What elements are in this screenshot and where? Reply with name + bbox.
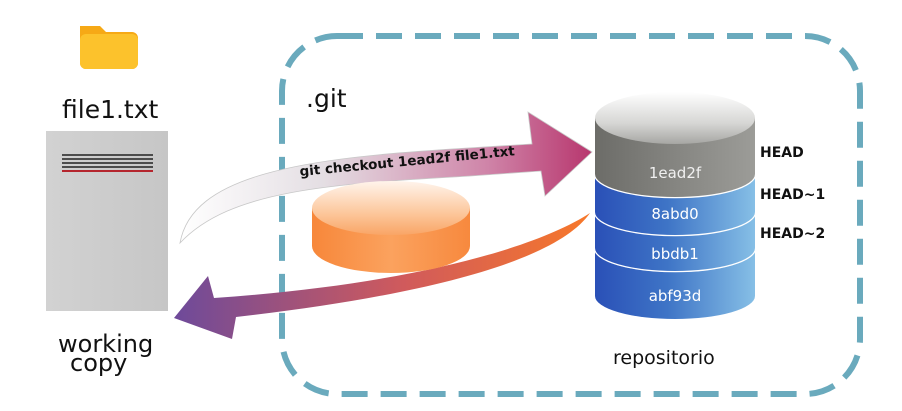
checkout-arrow xyxy=(179,111,593,245)
repository-stack xyxy=(593,92,757,319)
document-icon xyxy=(46,131,168,311)
git-directory-label: .git xyxy=(306,84,347,113)
ref-label-head-1: HEAD~1 xyxy=(760,187,825,203)
ref-label-head-2: HEAD~2 xyxy=(760,226,825,242)
git-directory-border xyxy=(279,33,863,397)
commit-hash-head-2: bbdb1 xyxy=(651,245,699,263)
return-arrow xyxy=(174,213,590,339)
ref-label-head: HEAD xyxy=(760,145,804,161)
repository-label: repositorio xyxy=(613,347,715,369)
commit-hash-head: 1ead2f xyxy=(649,164,702,182)
working-copy-label-line1: working xyxy=(58,330,153,358)
commit-hash-oldest: abf93d xyxy=(649,287,702,305)
file-name-label: file1.txt xyxy=(62,95,159,124)
commit-hash-head-1: 8abd0 xyxy=(651,205,698,223)
staging-disk xyxy=(312,181,470,273)
working-copy-label-line2: copy xyxy=(70,349,127,377)
folder-icon xyxy=(80,26,138,69)
